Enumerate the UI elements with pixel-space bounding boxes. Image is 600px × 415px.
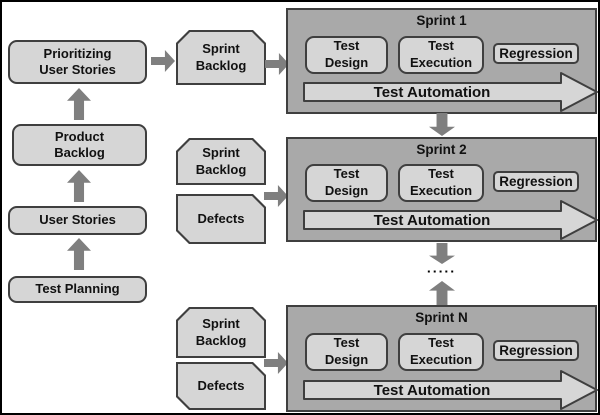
sprintN-backlog-shape: Sprint Backlog: [176, 307, 266, 358]
shape-fill: [178, 196, 264, 242]
sprint2-defects-shape: Defects: [176, 194, 266, 244]
product-backlog-box: Product Backlog: [12, 124, 147, 166]
sprintN-test-execution-box: Test Execution: [398, 333, 484, 371]
sprint1-test-design-box: Test Design: [305, 36, 388, 74]
sprint2-test-automation-label: Test Automation: [373, 211, 491, 229]
sprint1-test-automation-label: Test Automation: [373, 83, 491, 101]
up-arrow-icon: [67, 238, 91, 270]
sprintN-container: Sprint N Test Design Test Execution Regr…: [286, 305, 598, 412]
sprintN-test-automation-label: Test Automation: [373, 381, 491, 399]
sprint1-container: Sprint 1 Test Design Test Execution Regr…: [286, 8, 598, 114]
sprint2-test-execution-box: Test Execution: [398, 164, 484, 202]
shape-fill: [178, 364, 264, 408]
shape-fill: [178, 309, 264, 356]
block-arrow-icon: [303, 370, 598, 410]
sprintN-test-design-box: Test Design: [305, 333, 388, 371]
sprint1-backlog-label: Sprint Backlog: [195, 40, 247, 73]
sprintN-regression-box: Regression: [493, 340, 579, 361]
prioritizing-user-stories-box: Prioritizing User Stories: [8, 40, 147, 84]
sprint2-container: Sprint 2 Test Design Test Execution Regr…: [286, 137, 598, 242]
sprint1-backlog-shape: Sprint Backlog: [176, 30, 266, 85]
sprintN-title: Sprint N: [415, 310, 468, 325]
sprint1-regression-box: Regression: [493, 43, 579, 64]
sprintN-defects-label: Defects: [197, 377, 245, 393]
shape-fill: [178, 140, 264, 183]
block-arrow-icon: [303, 72, 598, 112]
down-arrow-icon: [429, 243, 455, 264]
sprint2-backlog-label: Sprint Backlog: [195, 144, 247, 177]
right-arrow-icon: [264, 185, 288, 207]
sprint2-regression-box: Regression: [493, 171, 579, 192]
test-planning-box: Test Planning: [8, 276, 147, 303]
sprint1-test-execution-box: Test Execution: [398, 36, 484, 74]
sprint1-test-automation-arrow: Test Automation: [303, 71, 598, 113]
sprint2-test-design-box: Test Design: [305, 164, 388, 202]
up-arrow-icon: [67, 88, 91, 120]
sprint2-test-automation-arrow: Test Automation: [303, 199, 598, 241]
sprintN-defects-shape: Defects: [176, 362, 266, 410]
shape-fill: [178, 32, 264, 83]
up-arrow-icon: [67, 170, 91, 202]
sprintN-test-automation-arrow: Test Automation: [303, 369, 598, 411]
sprint2-title: Sprint 2: [416, 142, 467, 157]
sprint1-title: Sprint 1: [416, 13, 467, 28]
up-arrow-icon: [429, 281, 455, 305]
down-arrow-icon: [429, 113, 455, 136]
sprintN-backlog-label: Sprint Backlog: [195, 315, 247, 348]
user-stories-box: User Stories: [8, 206, 147, 235]
ellipsis-dots: ▪▪▪▪▪: [427, 267, 457, 276]
right-arrow-icon: [151, 50, 175, 72]
sprint2-backlog-shape: Sprint Backlog: [176, 138, 266, 185]
right-arrow-icon: [264, 352, 288, 374]
sprint2-defects-label: Defects: [197, 210, 245, 226]
block-arrow-icon: [303, 200, 598, 240]
